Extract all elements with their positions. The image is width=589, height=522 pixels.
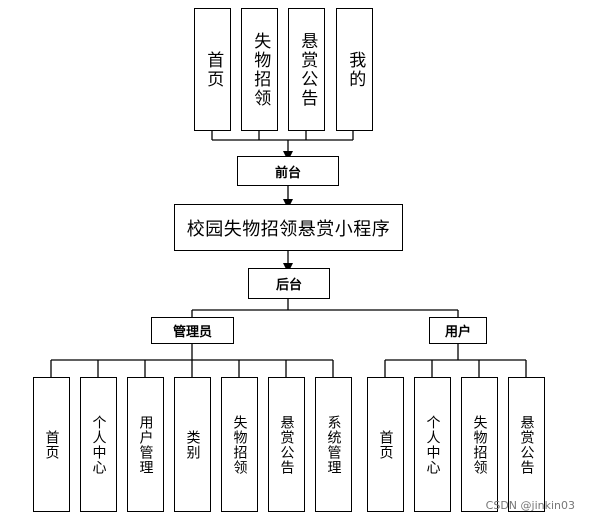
- admin-module-reward-notice: 悬赏公告: [268, 377, 305, 512]
- admin-module-user-management: 用户管理: [127, 377, 164, 512]
- user-module-personal-center: 个人中心: [414, 377, 451, 512]
- frontend-node: 前台: [237, 156, 339, 186]
- frontend-module-mine: 我的: [336, 8, 373, 131]
- user-module-reward-notice: 悬赏公告: [508, 377, 545, 512]
- user-module-home: 首页: [367, 377, 404, 512]
- system-title-node: 校园失物招领悬赏小程序: [174, 204, 403, 251]
- admin-module-system-management: 系统管理: [315, 377, 352, 512]
- admin-module-personal-center: 个人中心: [80, 377, 117, 512]
- watermark: CSDN @jinkin03: [485, 499, 575, 512]
- admin-node: 管理员: [151, 317, 234, 344]
- backend-node: 后台: [248, 268, 330, 299]
- user-node: 用户: [429, 317, 487, 344]
- frontend-module-lost-found: 失物招领: [241, 8, 278, 131]
- frontend-module-home: 首页: [194, 8, 231, 131]
- user-module-lost-found: 失物招领: [461, 377, 498, 512]
- admin-module-lost-found: 失物招领: [221, 377, 258, 512]
- admin-module-home: 首页: [33, 377, 70, 512]
- admin-module-category: 类别: [174, 377, 211, 512]
- frontend-module-reward-notice: 悬赏公告: [288, 8, 325, 131]
